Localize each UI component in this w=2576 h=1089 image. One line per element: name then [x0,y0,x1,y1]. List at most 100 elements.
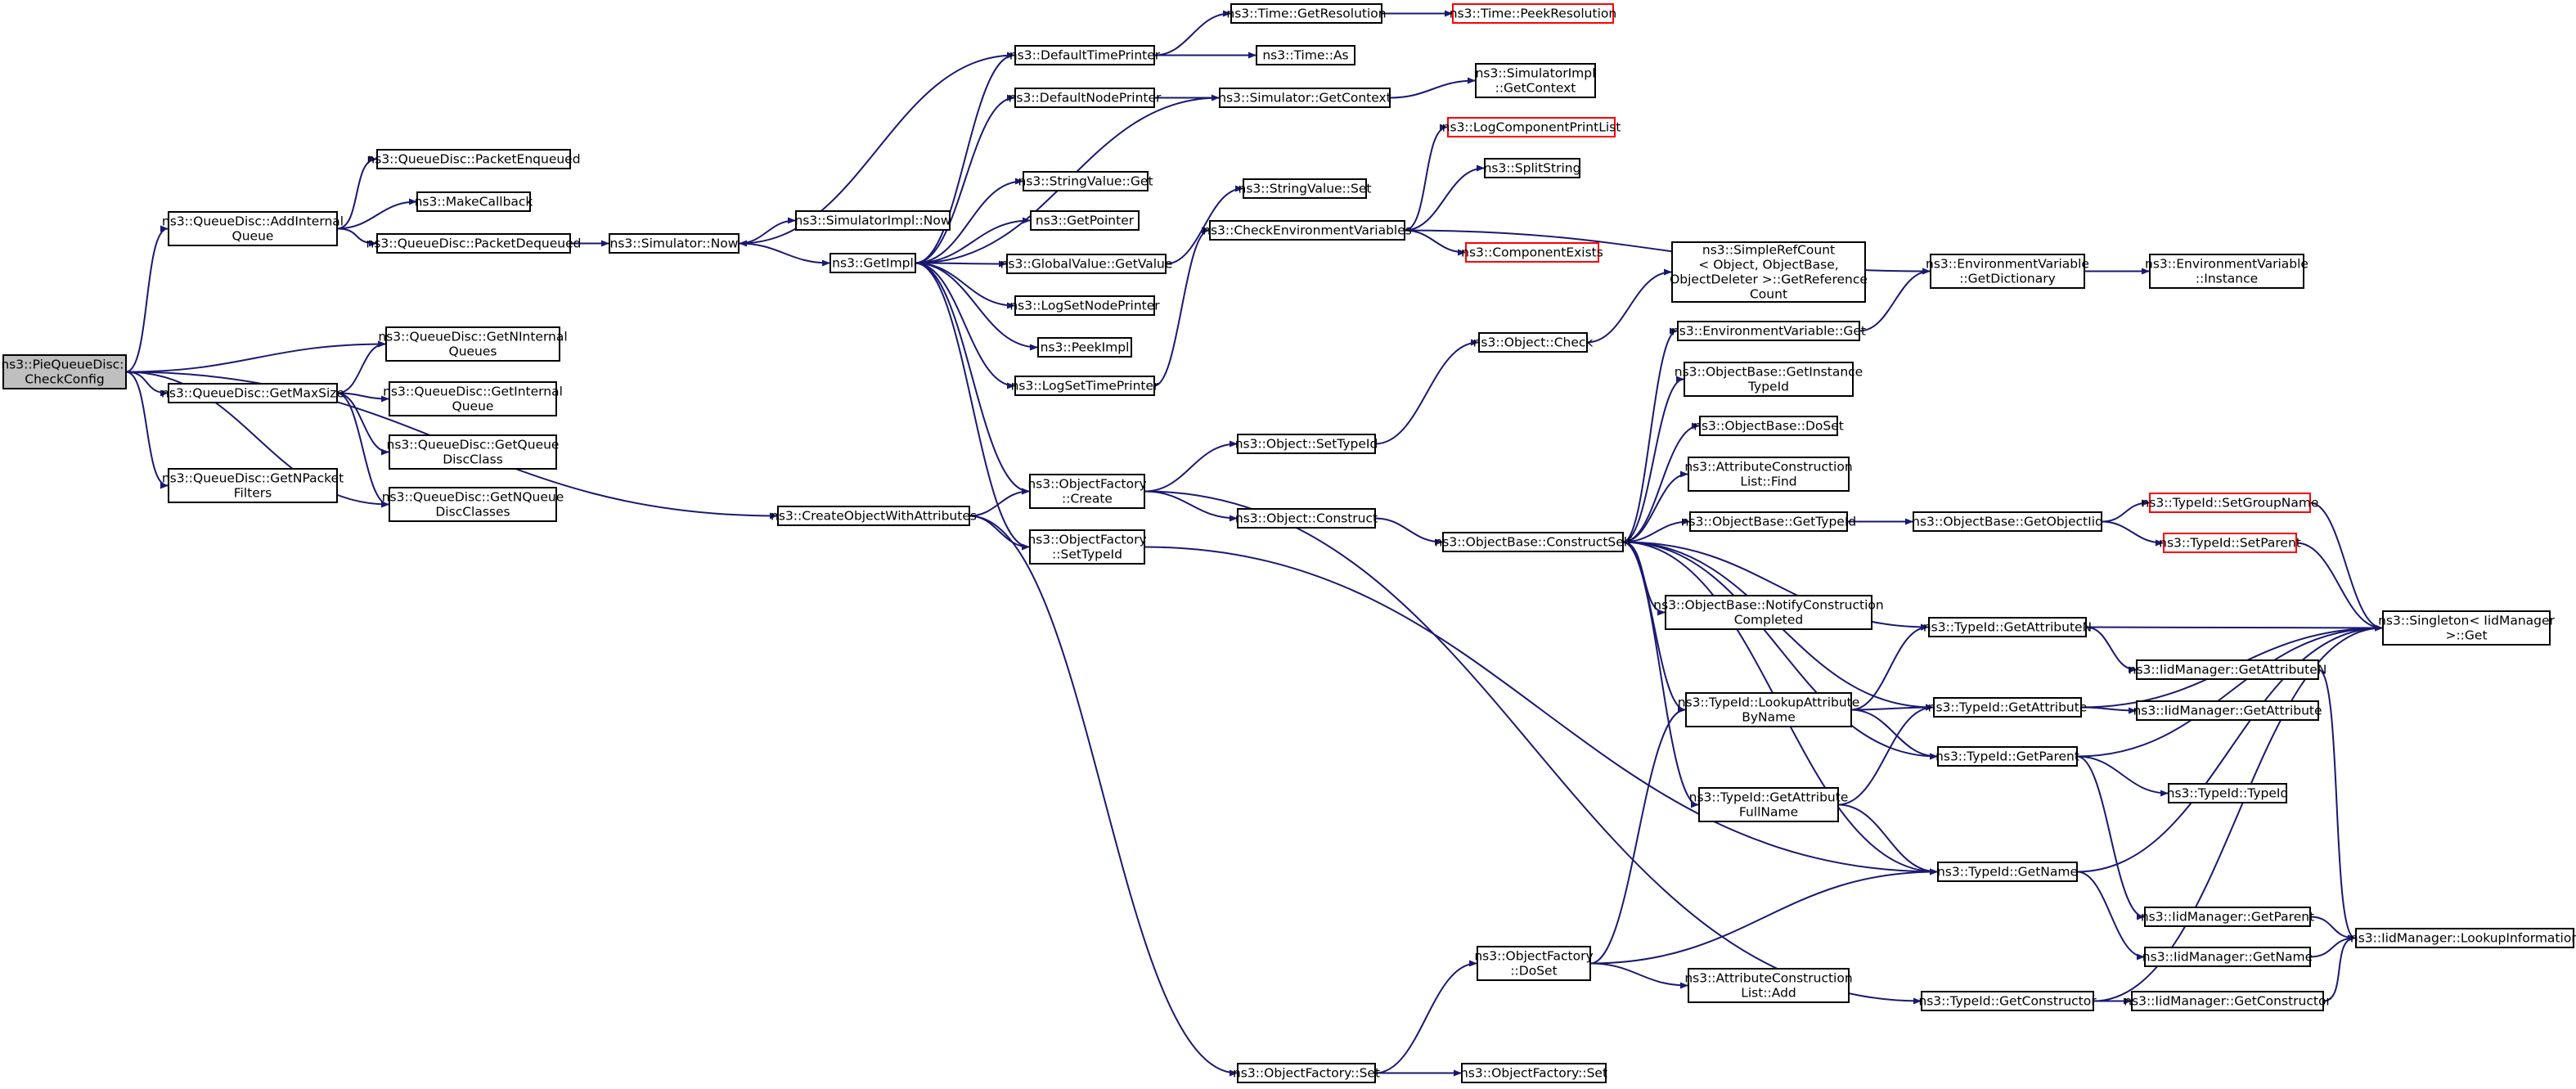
node-globalvalue_get[interactable]: ns3::GlobalValue::GetValue [1000,254,1173,274]
node-sim_getcontext[interactable]: ns3::Simulator::GetContext [1218,88,1391,108]
node-splitstring[interactable]: ns3::SplitString [1484,158,1581,178]
node-label: ::DoSet [1510,964,1557,979]
node-typeid_setparent[interactable]: ns3::TypeId::SetParent [2159,533,2301,553]
edge-object_settypeid-to-object_check [1374,339,1479,445]
edge-typeid_getname-to-singleton_get [2076,624,2383,873]
node-stringvalue_get[interactable]: ns3::StringValue::Get [1018,171,1153,191]
node-time_getres[interactable]: ns3::Time::GetResolution [1226,3,1387,24]
node-makecallback[interactable]: ns3::MakeCallback [415,191,533,212]
node-label: ns3::Time::As [1262,48,1348,63]
node-box [1937,746,2078,767]
node-box [389,381,557,416]
node-objbase_getobjectiid[interactable]: ns3::ObjectBase::GetObjectIid [1912,511,2103,532]
node-qd_getmaxsize[interactable]: ns3::QueueDisc::GetMaxSize [161,383,344,403]
edge-objfactory_doset-to-typeid_lookupattr [1589,706,1686,965]
node-typeid_setgroupname[interactable]: ns3::TypeId::SetGroupName [2141,493,2319,513]
node-label: ns3::StringValue::Get [1018,174,1153,189]
node-label: ::Instance [2196,272,2258,286]
node-box [168,383,338,403]
node-box [416,191,531,212]
node-object_construct[interactable]: ns3::Object::Construct [1235,508,1378,529]
node-box [1237,508,1376,529]
node-object_settypeid[interactable]: ns3::Object::SetTypeId [1235,434,1378,454]
node-label: ns3::LogSetTimePrinter [1011,379,1159,394]
node-box [1665,595,1872,630]
node-box [1484,158,1580,178]
node-simimpl_getcontext[interactable]: ns3::SimulatorImpl::GetContext [1475,63,1596,98]
node-objfactory_doset[interactable]: ns3::ObjectFactory::DoSet [1474,946,1594,981]
node-typeid_getattrn[interactable]: ns3::TypeId::GetAttributeN [1923,617,2092,637]
node-box [1256,45,1355,65]
node-objfactory_create[interactable]: ns3::ObjectFactory::Create [1027,474,1147,509]
node-typeid_getconstructor[interactable]: ns3::TypeId::GetConstructor [1918,991,2097,1011]
node-iid_getattrn[interactable]: ns3::IidManager::GetAttributeN [2129,659,2327,680]
node-objbase_gettypeid[interactable]: ns3::ObjectBase::GetTypeId [1681,511,1857,532]
node-sim_now[interactable]: ns3::Simulator::Now [609,233,740,254]
node-iid_lookupinfo[interactable]: ns3::IidManager::LookupInformation [2350,928,2576,948]
node-label: ns3::TypeId::TypeId [2167,786,2289,801]
node-typeid_getparent[interactable]: ns3::TypeId::GetParent [1935,746,2079,767]
node-compexists[interactable]: ns3::ComponentExists [1461,242,1603,263]
node-checkenv[interactable]: ns3::CheckEnvironmentVariables [1203,220,1412,241]
node-deftimeprinter[interactable]: ns3::DefaultTimePrinter [1009,45,1161,65]
edge-qd_getmaxsize-to-qd_getinternalq [336,392,389,403]
node-logsetnodeprinter[interactable]: ns3::LogSetNodePrinter [1009,295,1160,316]
edge-typeid_getname-to-iid_getname [2076,871,2145,961]
node-objbase_notify[interactable]: ns3::ObjectBase::NotifyConstructionCompl… [1653,595,1884,630]
node-objbase_constructself[interactable]: ns3::ObjectBase::ConstructSelf [1434,532,1632,552]
node-label: ns3::ObjectFactory [1027,477,1146,492]
node-simplerefcount[interactable]: ns3::SimpleRefCount< Object, ObjectBase,… [1670,241,1868,303]
node-pie_check[interactable]: ns3::PieQueueDisc::CheckConfig [1,354,128,389]
node-getimpl[interactable]: ns3::GetImpl [829,253,916,273]
node-typeid_getattr[interactable]: ns3::TypeId::GetAttribute [1928,697,2088,718]
node-envvar_get[interactable]: ns3::EnvironmentVariable::Get [1671,321,1866,341]
node-qd_packetdeq[interactable]: ns3::QueueDisc::PacketDequeued [366,233,582,254]
node-iid_getname[interactable]: ns3::IidManager::GetName [2142,947,2313,967]
node-typeid_typeid[interactable]: ns3::TypeId::TypeId [2167,783,2289,803]
node-objbase_doset[interactable]: ns3::ObjectBase::DoSet [1693,416,1844,436]
node-envvar_getdict[interactable]: ns3::EnvironmentVariable::GetDictionary [1926,254,2089,289]
node-label: TypeId [1747,380,1789,394]
node-iid_getconstructor[interactable]: ns3::IidManager::GetConstructor [2124,991,2331,1011]
node-objfactory_settypeid[interactable]: ns3::ObjectFactory::SetTypeId [1027,529,1147,565]
node-box [1461,1063,1607,1083]
node-box [2144,947,2311,967]
edge-typeid_getattrfull-to-typeid_getname [1837,803,1938,875]
node-iid_getparent[interactable]: ns3::IidManager::GetParent [2141,907,2314,927]
node-box [1478,332,1588,353]
node-stringvalue_set[interactable]: ns3::StringValue::Set [1239,178,1372,199]
edge-objfactory_create-to-object_settypeid [1144,440,1238,493]
node-logsettimeprinter[interactable]: ns3::LogSetTimePrinter [1011,376,1159,396]
node-qd_packetenq[interactable]: ns3::QueueDisc::PacketEnqueued [366,149,581,169]
edge-createobj-to-objfactory_set [969,515,1238,1077]
node-objfactory_set[interactable]: ns3::ObjectFactory::Set [1233,1063,1380,1083]
node-label: ns3::TypeId::SetParent [2159,536,2301,551]
node-defnodeprinter[interactable]: ns3::DefaultNodePrinter [1009,88,1162,108]
node-logcomplist[interactable]: ns3::LogComponentPrintList [1442,117,1621,137]
node-box [1698,787,1839,822]
node-createobj[interactable]: ns3::CreateObjectWithAttributes [771,506,977,526]
node-object_check[interactable]: ns3::Object::Check [1473,332,1594,353]
node-peekimpl[interactable]: ns3::PeekImpl [1037,337,1132,358]
node-simimpl_now[interactable]: ns3::SimulatorImpl::Now [794,210,951,231]
node-singleton_get[interactable]: ns3::Singleton< IidManager>::Get [2378,610,2556,646]
node-typeid_getname[interactable]: ns3::TypeId::GetName [1937,862,2078,882]
node-iid_getattr[interactable]: ns3::IidManager::GetAttribute [2133,700,2322,721]
node-label: ns3::EnvironmentVariable [2145,257,2309,272]
node-time_as[interactable]: ns3::Time::As [1256,45,1355,65]
node-getpointer[interactable]: ns3::GetPointer [1030,210,1140,231]
node-envvar_instance[interactable]: ns3::EnvironmentVariable::Instance [2145,254,2309,289]
node-time_peekres[interactable]: ns3::Time::PeekResolution [1450,3,1616,24]
node-objfactory_set2[interactable]: ns3::ObjectFactory::Set [1460,1063,1607,1083]
